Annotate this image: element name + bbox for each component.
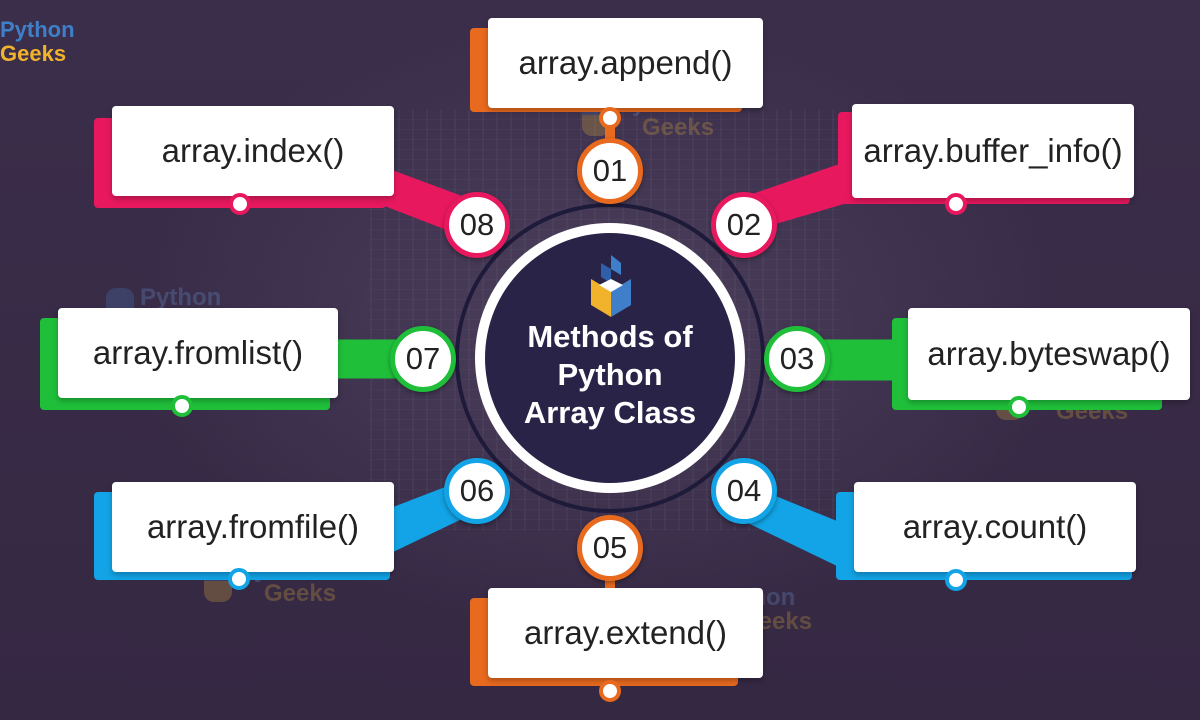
- method-07-dot: [171, 395, 193, 417]
- badge-05: 05: [577, 515, 643, 581]
- badge-03-number: 03: [779, 341, 815, 376]
- method-06-label: array.fromfile(): [146, 508, 360, 545]
- hub-title-line-3: Array Class: [523, 395, 697, 430]
- badge-07: 07: [390, 326, 456, 392]
- method-08-card: array.index(): [112, 106, 394, 196]
- badge-01: 01: [577, 138, 643, 204]
- hub-title: Methods of Python Array Class: [485, 318, 735, 432]
- method-06-card: array.fromfile(): [112, 482, 394, 572]
- method-01-label: array.append(): [518, 44, 733, 81]
- method-05-dot: [599, 680, 621, 702]
- badge-06-number: 06: [459, 473, 495, 508]
- method-04-dot: [945, 569, 967, 591]
- hub-outer-ring: [455, 203, 765, 513]
- method-03-label: array.byteswap(): [927, 335, 1171, 372]
- method-02-card: array.buffer_info(): [852, 104, 1134, 198]
- logo-text-geeks: Geeks: [0, 41, 67, 66]
- badge-04-number: 04: [726, 473, 762, 508]
- method-07-label: array.fromlist(): [92, 334, 304, 371]
- method-03-card: array.byteswap(): [908, 308, 1190, 400]
- method-02-dot: [945, 193, 967, 215]
- method-01-card: array.append(): [488, 18, 763, 108]
- badge-03: 03: [764, 326, 830, 392]
- method-01-dot: [599, 107, 621, 129]
- logo-text-python: Python: [0, 17, 75, 42]
- badge-02: 02: [711, 192, 777, 258]
- badge-05-number: 05: [592, 530, 628, 565]
- method-03-dot: [1008, 396, 1030, 418]
- method-07-card: array.fromlist(): [58, 308, 338, 398]
- method-08-label: array.index(): [161, 132, 345, 169]
- python-geeks-emblem-icon: [591, 255, 631, 317]
- method-06-dot: [228, 568, 250, 590]
- method-08-dot: [229, 193, 251, 215]
- badge-02-number: 02: [726, 207, 762, 242]
- method-05-card: array.extend(): [488, 588, 763, 678]
- badge-07-number: 07: [405, 341, 441, 376]
- method-04-card: array.count(): [854, 482, 1136, 572]
- badge-01-number: 01: [592, 153, 628, 188]
- badge-08-number: 08: [459, 207, 495, 242]
- python-geeks-logo: Python Geeks: [0, 18, 75, 66]
- hub-title-line-2: Python: [557, 357, 663, 392]
- method-04-label: array.count(): [902, 508, 1088, 545]
- method-05-label: array.extend(): [524, 614, 727, 651]
- method-02-label: array.buffer_info(): [863, 132, 1123, 169]
- hub-title-line-1: Methods of: [527, 319, 693, 354]
- badge-08: 08: [444, 192, 510, 258]
- badge-06: 06: [444, 458, 510, 524]
- badge-04: 04: [711, 458, 777, 524]
